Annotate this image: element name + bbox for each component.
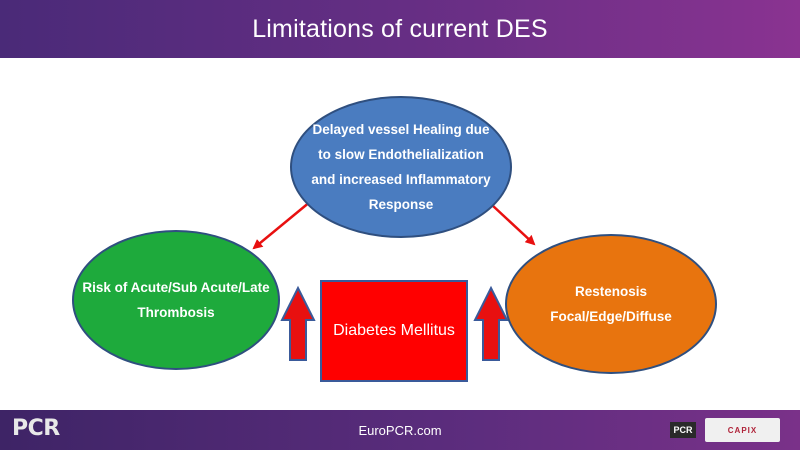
footer-url: EuroPCR.com — [358, 422, 442, 438]
pcr-logo-text: PCR — [12, 416, 60, 441]
diagram-arrows — [252, 191, 536, 361]
node-restenosis: Restenosis Focal/Edge/Diffuse — [505, 234, 717, 374]
slide-footer: PCR EuroPCR.com PCR CAPIX — [0, 410, 800, 450]
node-delayed-vessel-healing: Delayed vessel Healing due to slow Endot… — [290, 96, 512, 238]
node-thrombosis-risk: Risk of Acute/Sub Acute/Late Thrombosis — [72, 230, 280, 370]
node-diabetes-mellitus-label: Diabetes Mellitus — [333, 322, 455, 339]
node-restenosis-label: Restenosis Focal/Edge/Diffuse — [550, 284, 672, 324]
pcr-logo: PCR — [12, 416, 60, 441]
node-thrombosis-risk-label: Risk of Acute/Sub Acute/Late Thrombosis — [82, 280, 270, 320]
slide-title: Limitations of current DES — [252, 14, 548, 43]
pcr-small-logo: PCR — [670, 422, 696, 438]
slide-header: Limitations of current DES — [0, 0, 800, 58]
node-delayed-vessel-healing-label: Delayed vessel Healing due to slow Endot… — [311, 122, 491, 212]
capix-logo: CAPIX — [705, 418, 780, 442]
node-diabetes-mellitus: Diabetes Mellitus — [320, 280, 468, 382]
diagram: Delayed vessel Healing due to slow Endot… — [0, 58, 800, 410]
up-arrow-right — [473, 285, 509, 361]
up-arrow-left — [280, 285, 316, 361]
